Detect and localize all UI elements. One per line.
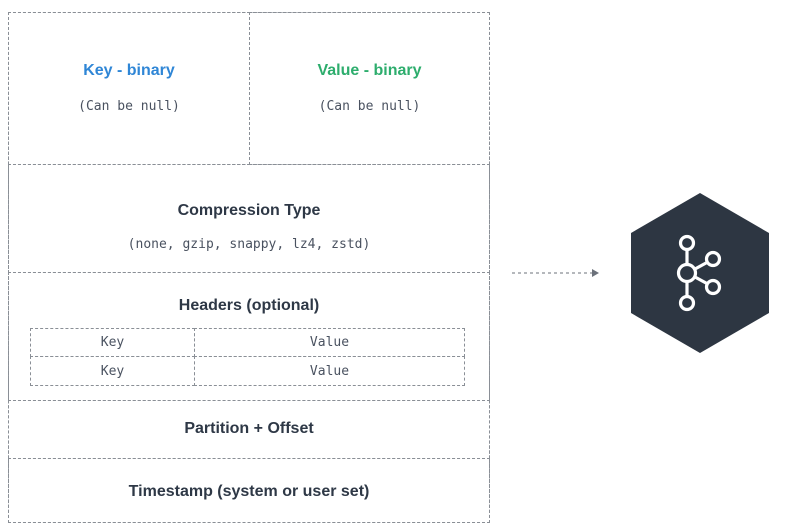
headers-title: Headers (optional) [178,297,320,314]
value-subtitle: (Can be null) [318,99,421,114]
dashed-arrow-icon [512,269,599,277]
header-row-2-key: Key [30,356,195,386]
key-title: Key - binary [83,62,175,79]
compression-title: Compression Type [177,202,321,219]
timestamp-title: Timestamp (system or user set) [128,483,370,500]
value-title: Value - binary [317,62,422,79]
header-row-1-value: Value [194,328,465,357]
header-row-2-value: Value [194,356,465,386]
value-section: Value - binary (Can be null) [249,12,490,165]
compression-subtitle: (none, gzip, snappy, lz4, zstd) [127,237,371,252]
timestamp-section: Timestamp (system or user set) [8,458,490,523]
kafka-logo-icon [631,193,769,353]
partition-section: Partition + Offset [8,400,490,459]
compression-section: Compression Type (none, gzip, snappy, lz… [8,164,490,273]
key-subtitle: (Can be null) [78,99,180,114]
partition-title: Partition + Offset [184,420,314,437]
key-section: Key - binary (Can be null) [8,12,250,165]
header-row-1-key: Key [30,328,195,357]
